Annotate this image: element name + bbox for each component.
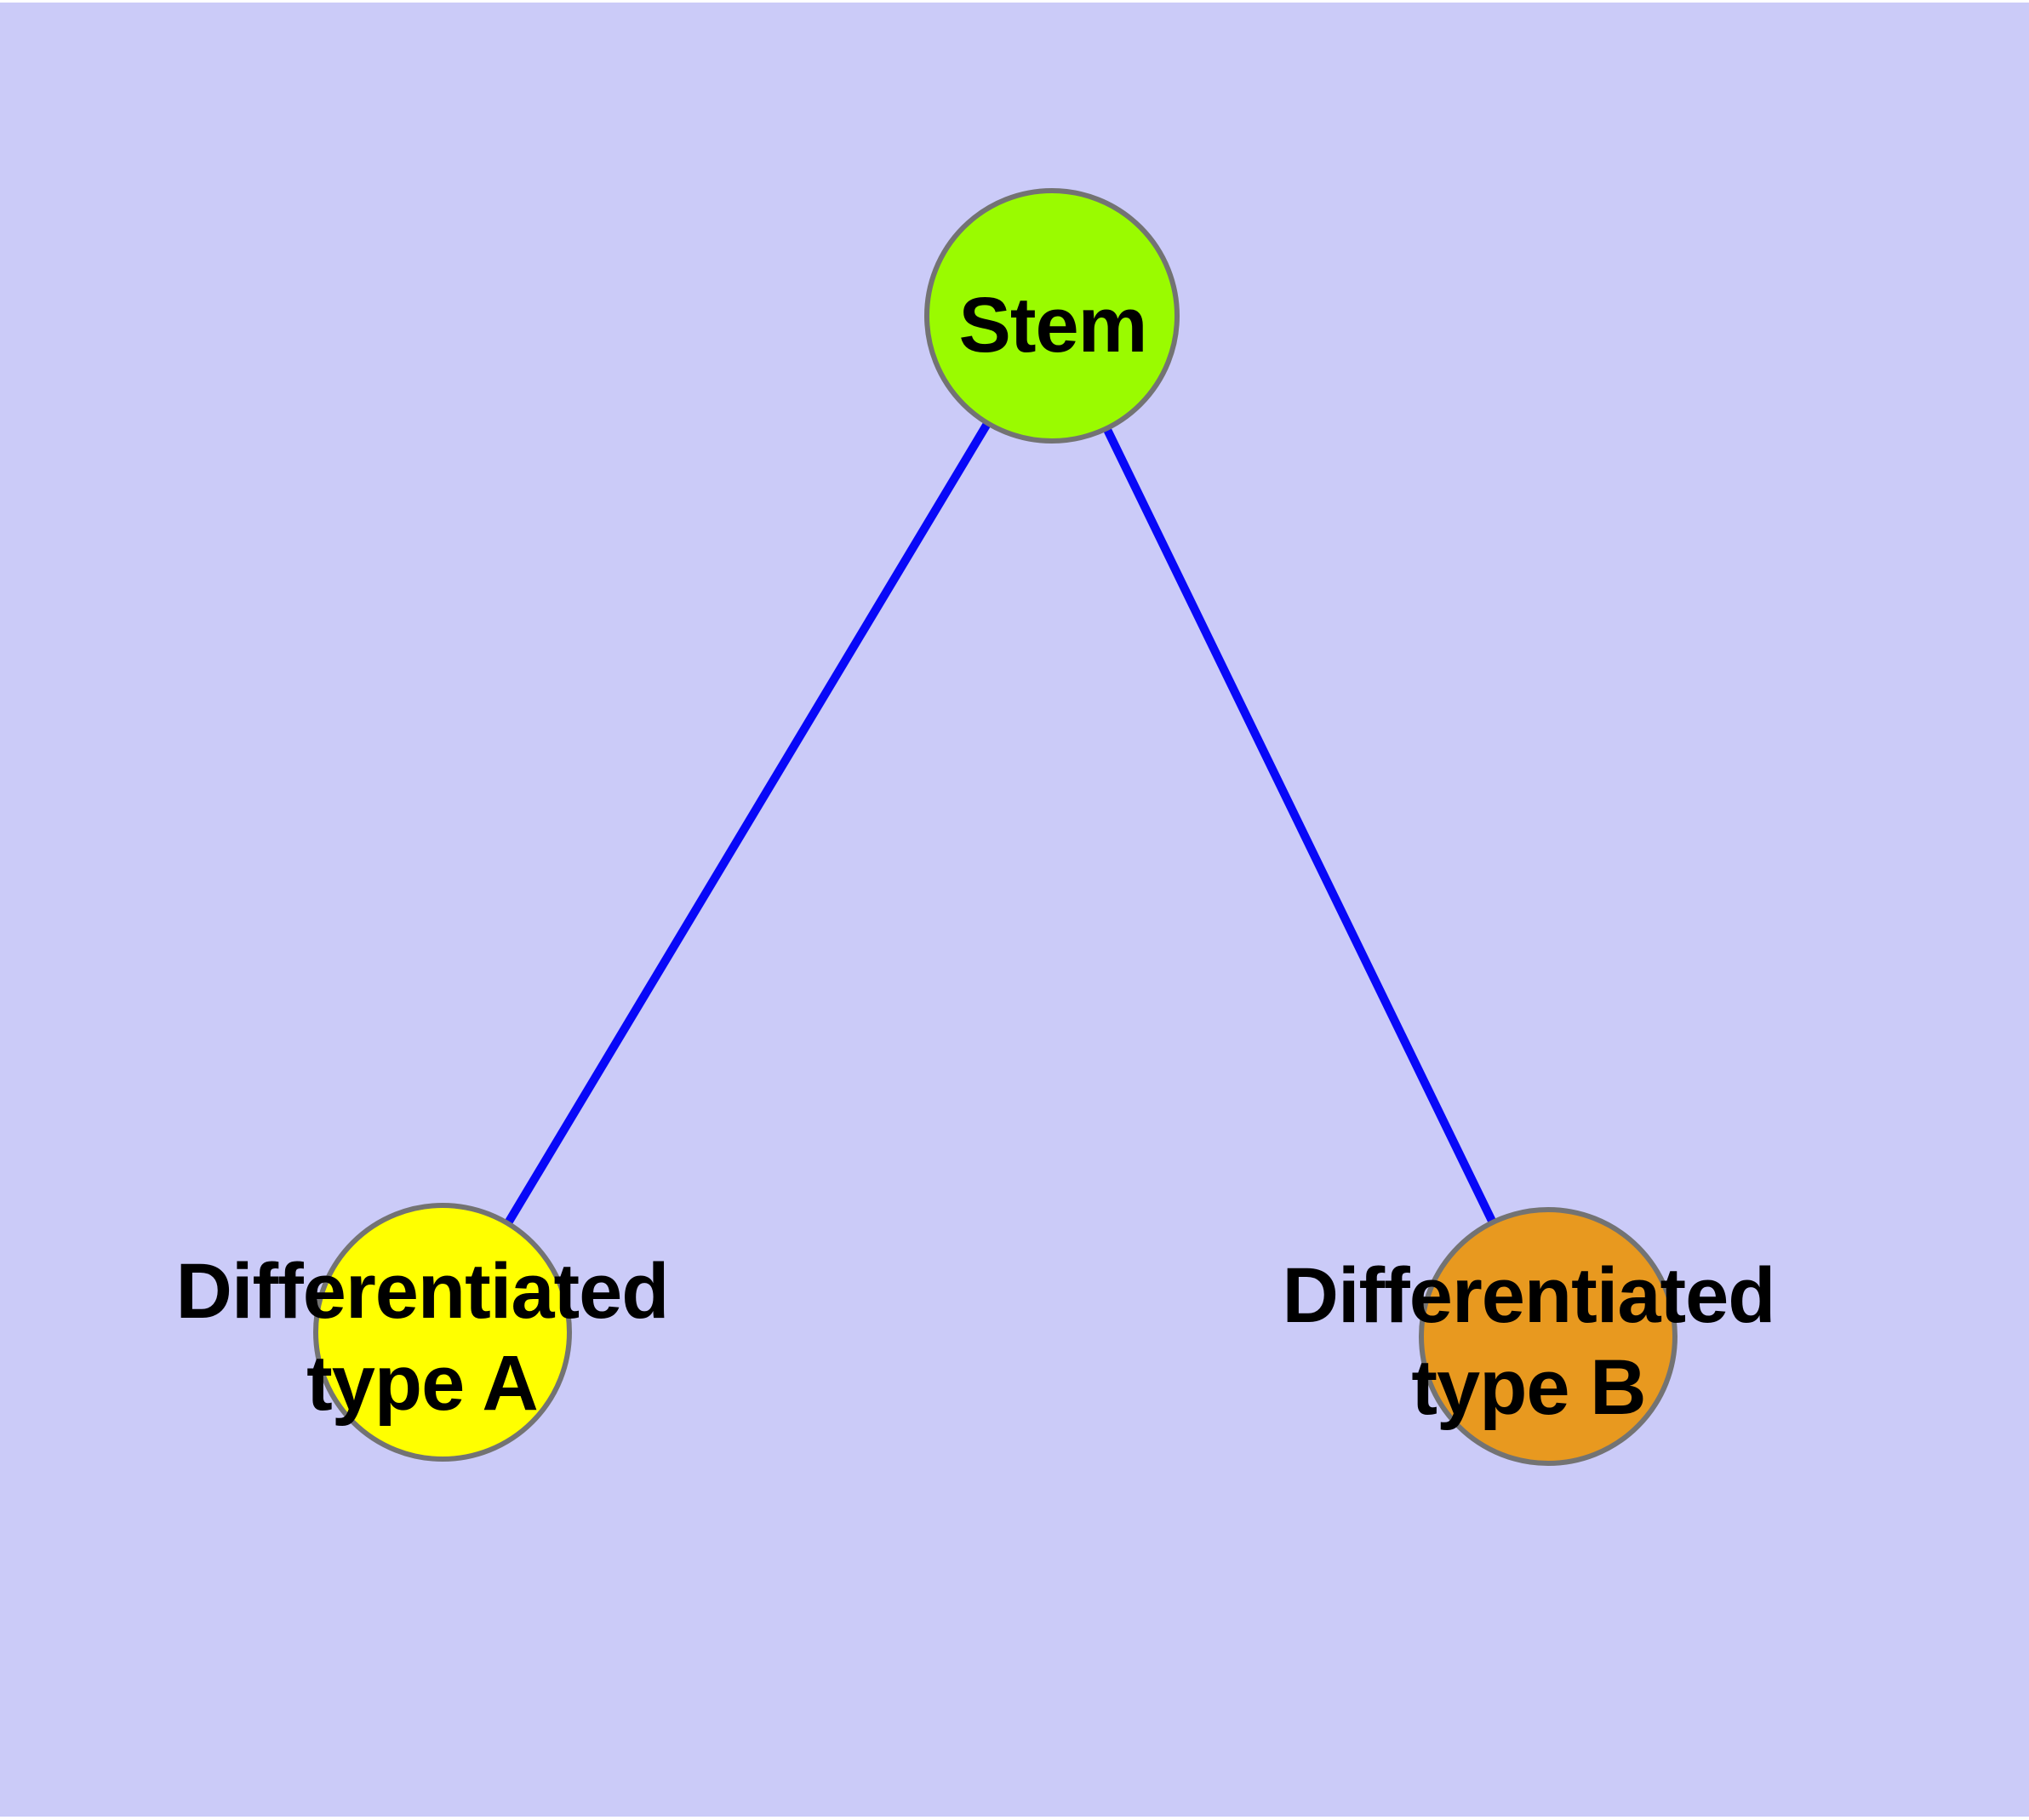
edge-stem-to-type-b — [1048, 313, 1552, 1339]
node-differentiated-type-a: Differentiated type A — [176, 1203, 669, 1462]
edge-stem-to-type-a — [438, 313, 1056, 1335]
node-stem: Stem — [924, 188, 1180, 444]
node-stem-circle — [924, 188, 1180, 444]
node-type-b-label-line2: type B — [1411, 1344, 1645, 1431]
edges — [438, 313, 1552, 1339]
node-type-a-label-line2: type A — [306, 1340, 538, 1427]
node-type-a-label-line1: Differentiated — [176, 1248, 669, 1335]
node-type-a-circle — [313, 1203, 572, 1462]
node-stem-label: Stem — [959, 282, 1147, 369]
node-differentiated-type-b: Differentiated type B — [1283, 1207, 1775, 1466]
node-type-b-label-line1: Differentiated — [1283, 1252, 1775, 1339]
node-type-b-circle — [1419, 1207, 1677, 1466]
